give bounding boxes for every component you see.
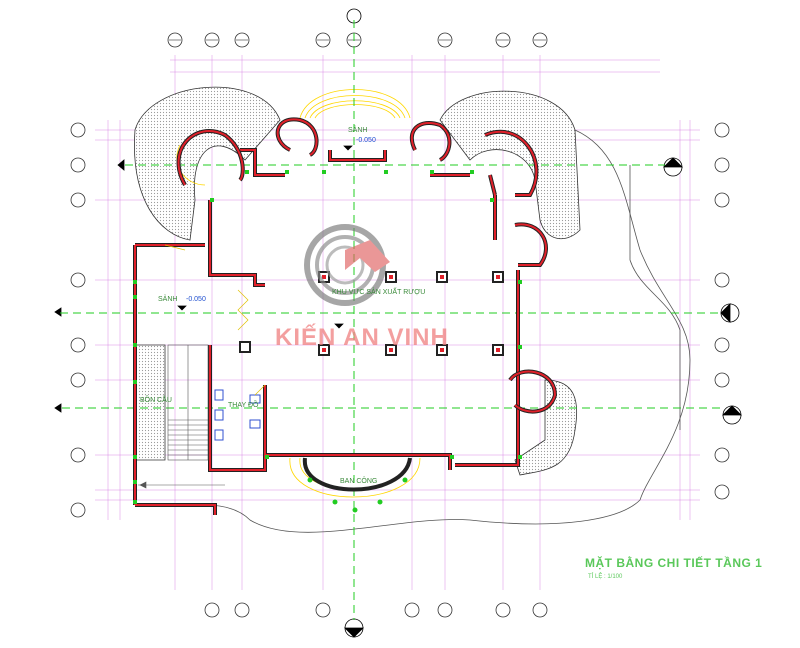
room-label-balcony: BAN CÔNG [340,478,378,485]
tower-bays-fill [177,118,557,413]
grid-bubbles [70,32,730,618]
staircase [138,344,225,489]
site-boundary [204,129,691,533]
column-cores [322,275,500,352]
door-swings [164,244,266,396]
room-label-production: KHU VỰC SẢN XUẤT RƯỢU [332,289,426,296]
level-label-lobby-left: -0.050 [186,296,206,303]
watermark-text: KIẾN AN VINH [275,324,449,351]
terraces [134,86,581,476]
ramp-outline [629,165,681,430]
drawing-scale: TỈ LỆ : 1/100 [588,574,623,580]
room-label-changing: THAY ĐỒ [228,402,259,409]
room-label-lobby-top: SẢNH [348,127,368,134]
kien-an-vinh-logo-icon [304,224,390,306]
room-label-stair: BỒN CẦU [140,397,172,404]
level-label-lobby-top: -0.050 [356,137,376,144]
level-markers [177,145,353,329]
axis-lines [60,20,722,620]
green-column-markers [133,170,522,513]
room-label-lobby-left: SẢNH [158,296,178,303]
wc-fixtures [214,389,261,441]
tower-bays [176,117,558,492]
section-markers [54,8,742,638]
drawing-title: MẶT BẰNG CHI TIẾT TẦNG 1 [585,556,763,570]
